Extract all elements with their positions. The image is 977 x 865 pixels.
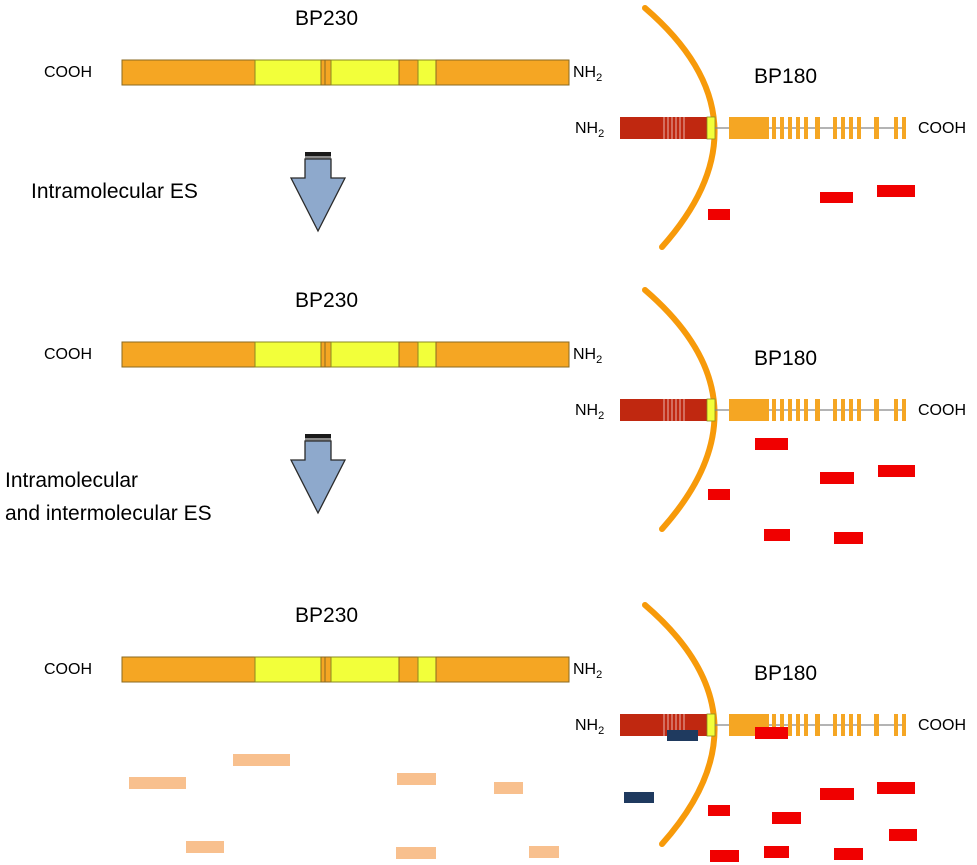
bp230-label: BP230 xyxy=(295,7,359,30)
panel-2 xyxy=(121,290,915,544)
fragment xyxy=(624,792,654,803)
fragment xyxy=(764,529,790,541)
fragment xyxy=(878,465,915,477)
bp180-cooh-label: COOH xyxy=(918,402,966,419)
bp230-nh2-label: NH2 xyxy=(573,662,602,681)
bp180-cooh-label: COOH xyxy=(918,717,966,734)
nh-text: NH xyxy=(573,346,597,363)
bp180-molecule xyxy=(619,116,907,140)
down-arrow-icon xyxy=(290,433,346,514)
fragment xyxy=(820,788,854,800)
fragment xyxy=(755,727,788,739)
fragment xyxy=(764,846,789,858)
autoantibody-fragments-bp180 xyxy=(708,727,917,862)
panel-3 xyxy=(121,605,917,862)
bp230-cooh-label: COOH xyxy=(44,346,92,363)
nh-subscript: 2 xyxy=(596,72,603,84)
nh-text: NH xyxy=(573,661,597,678)
fragment xyxy=(708,209,730,220)
fragment xyxy=(877,185,915,197)
fragment xyxy=(667,730,698,741)
bp230-cooh-label: COOH xyxy=(44,64,92,81)
nh-subscript: 2 xyxy=(598,410,605,422)
fragment xyxy=(834,532,863,544)
bp180-label: BP180 xyxy=(754,662,818,685)
fragment xyxy=(396,847,436,859)
bp180-nh2-label: NH2 xyxy=(575,403,604,422)
fragment xyxy=(494,782,523,794)
fragment xyxy=(755,438,788,450)
nh-text: NH xyxy=(573,64,597,81)
autoantibody-fragments xyxy=(708,438,915,544)
autoantibody-fragments-navy xyxy=(624,730,698,803)
fragment xyxy=(834,848,863,860)
fragment xyxy=(708,805,730,816)
autoantibody-fragments-bp230 xyxy=(129,754,559,859)
bp230-label: BP230 xyxy=(295,289,359,312)
bp230-nh2-label: NH2 xyxy=(573,65,602,84)
bp180-nh2-label: NH2 xyxy=(575,718,604,737)
fragment xyxy=(529,846,559,858)
fragment xyxy=(820,472,854,484)
fragment xyxy=(772,812,801,824)
down-arrow-icon xyxy=(290,151,346,232)
nh-subscript: 2 xyxy=(598,128,605,140)
autoantibody-fragments xyxy=(708,185,915,220)
panel-1 xyxy=(121,8,915,247)
bp230-nh2-label: NH2 xyxy=(573,347,602,366)
nh-subscript: 2 xyxy=(598,725,605,737)
bp230-molecule xyxy=(121,59,570,86)
step2-label-line1: Intramolecular xyxy=(5,469,139,492)
fragment xyxy=(233,754,290,766)
fragment xyxy=(397,773,436,785)
fragment xyxy=(129,777,186,789)
nh-text: NH xyxy=(575,120,599,137)
nh-text: NH xyxy=(575,402,599,419)
bp180-nh2-label: NH2 xyxy=(575,121,604,140)
bp180-cooh-label: COOH xyxy=(918,120,966,137)
bp230-molecule xyxy=(121,341,570,368)
nh-subscript: 2 xyxy=(596,669,603,681)
bp180-label: BP180 xyxy=(754,65,818,88)
bp230-label: BP230 xyxy=(295,604,359,627)
fragment xyxy=(708,489,730,500)
step1-label: Intramolecular ES xyxy=(31,180,198,203)
bp230-molecule xyxy=(121,656,570,683)
bp180-molecule xyxy=(619,398,907,422)
nh-text: NH xyxy=(575,717,599,734)
fragment xyxy=(186,841,224,853)
bp180-label: BP180 xyxy=(754,347,818,370)
fragment xyxy=(889,829,917,841)
bp230-cooh-label: COOH xyxy=(44,661,92,678)
fragment xyxy=(820,192,853,203)
step2-label-line2: and intermolecular ES xyxy=(5,502,212,525)
fragment xyxy=(710,850,739,862)
fragment xyxy=(877,782,915,794)
nh-subscript: 2 xyxy=(596,354,603,366)
